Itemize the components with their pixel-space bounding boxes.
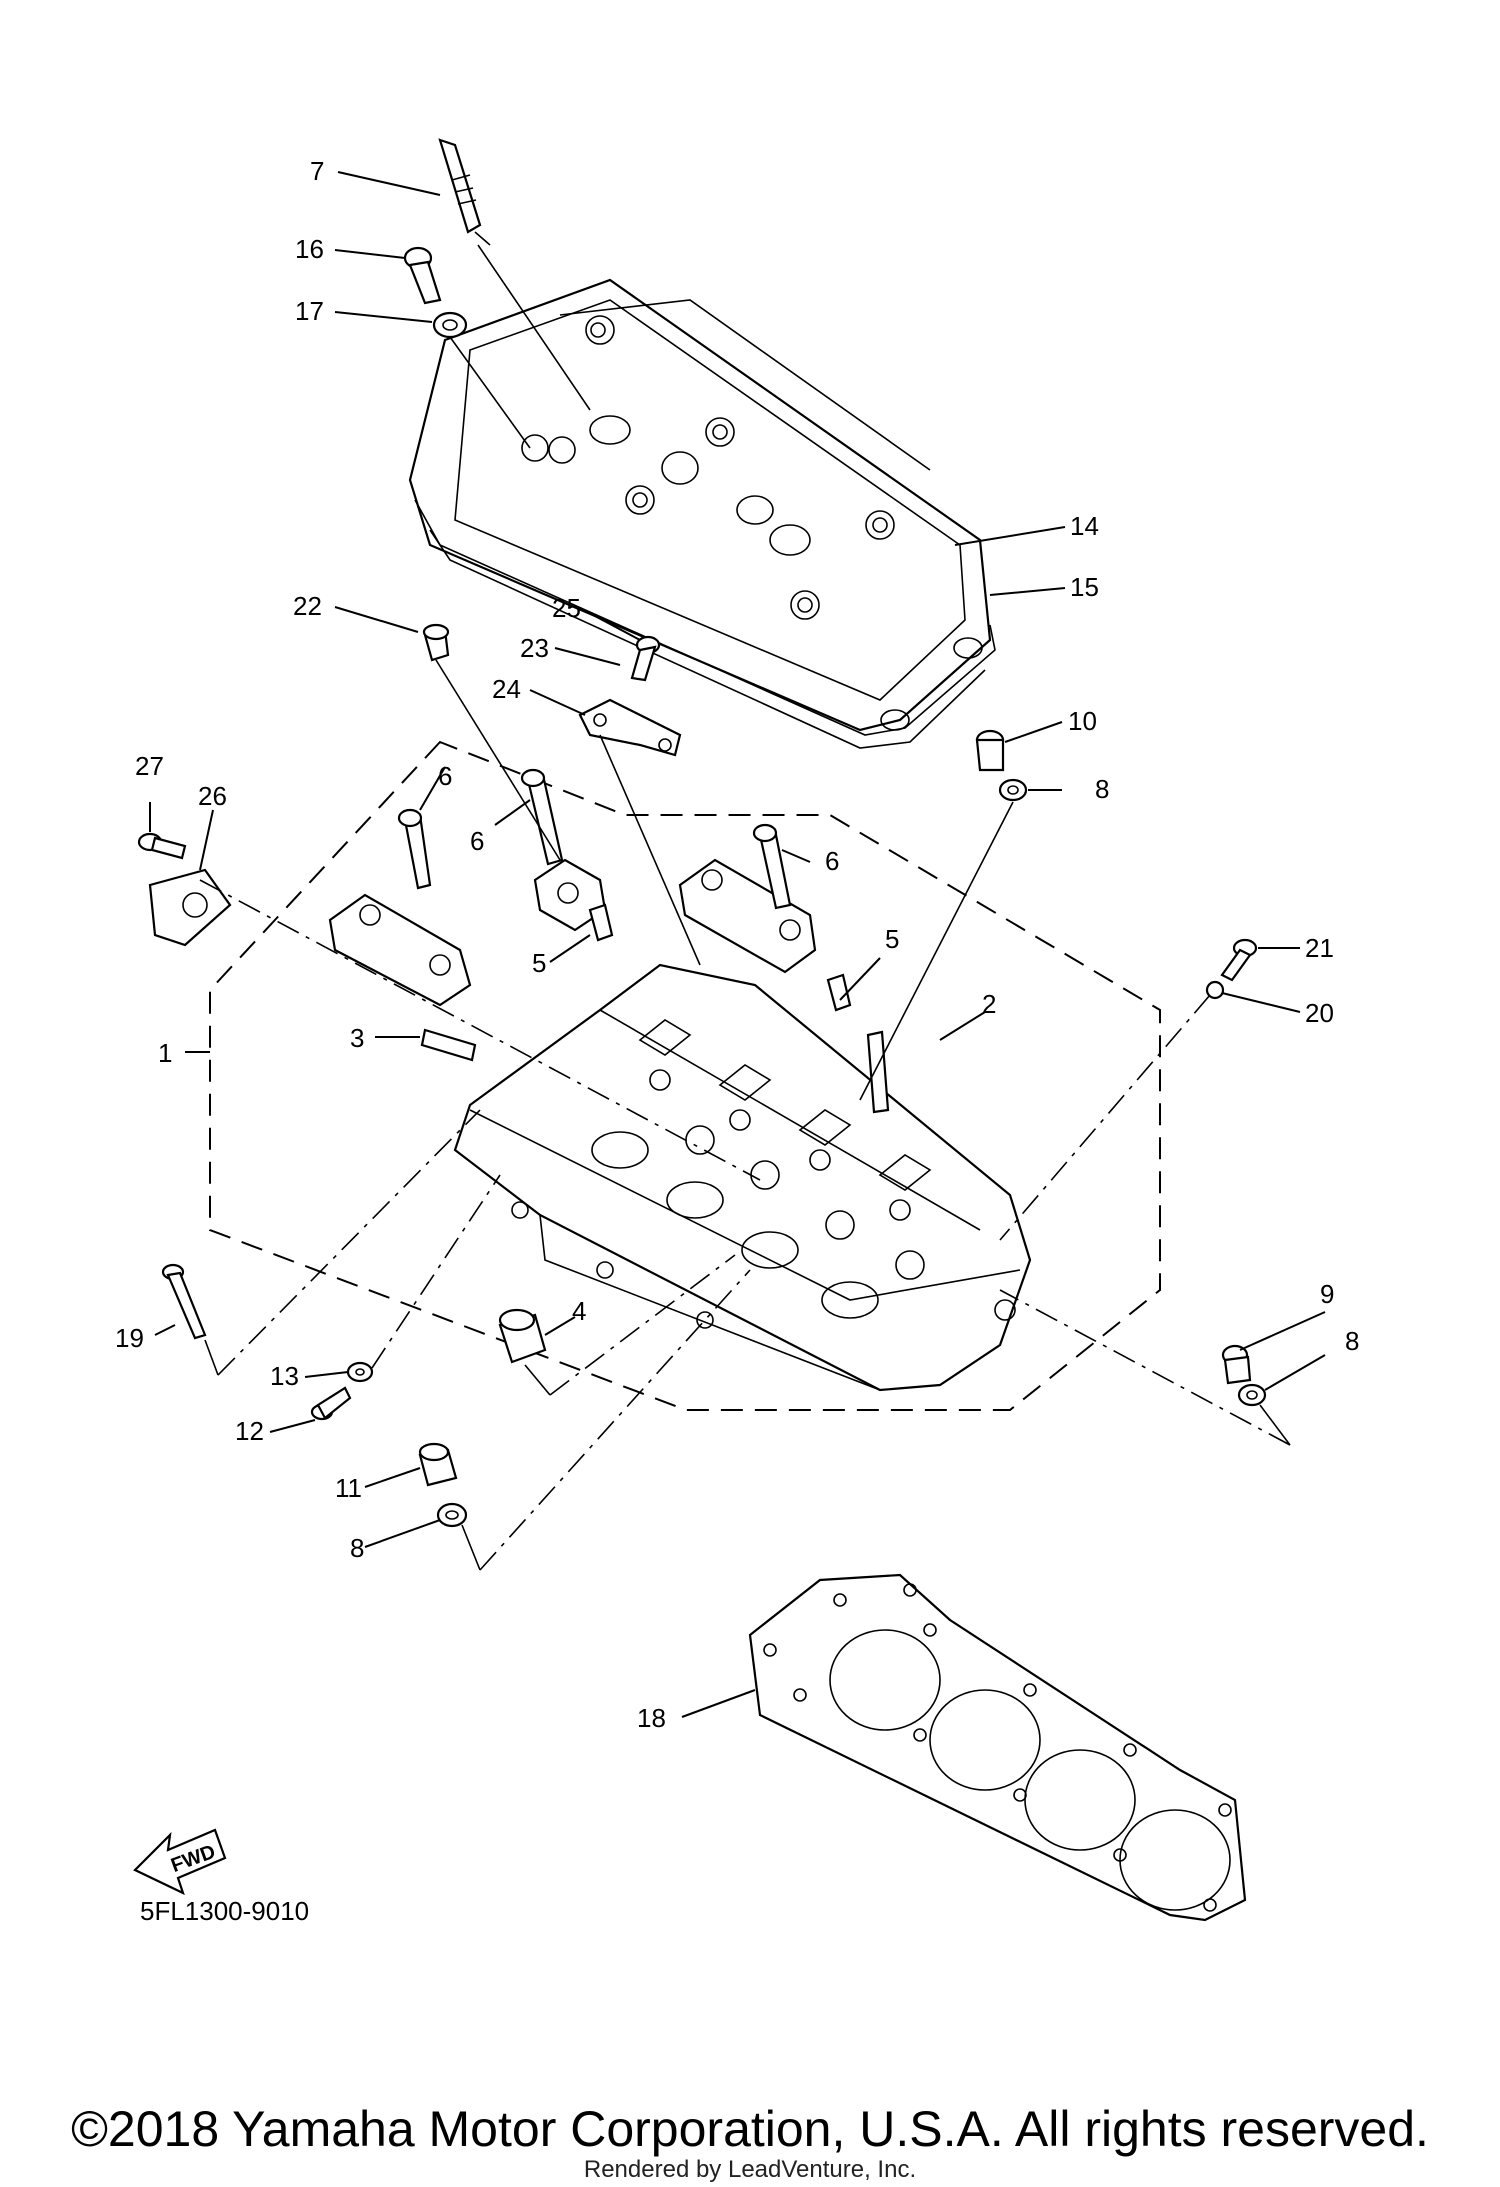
washer-13 — [346, 1361, 374, 1383]
dowel-pins — [588, 903, 852, 1012]
callout-26: 26 — [198, 781, 227, 811]
leader-lines — [149, 171, 1326, 1718]
callout-11: 11 — [335, 1473, 362, 1503]
callout-8c: 8 — [350, 1533, 364, 1563]
callout-labels: 7 16 17 14 15 22 25 23 24 10 8 27 26 6 6… — [115, 156, 1359, 1733]
washer-8-upper — [998, 778, 1028, 802]
callout-5a: 5 — [532, 948, 546, 978]
plug-22 — [422, 623, 450, 662]
stud-bolt-3 — [420, 1028, 477, 1062]
callout-4: 4 — [572, 1296, 586, 1326]
callout-23: 23 — [520, 633, 549, 663]
washer-20 — [1205, 980, 1225, 1000]
camshaft-cap-right — [678, 858, 817, 974]
callout-3: 3 — [350, 1023, 364, 1053]
callout-6b: 6 — [470, 826, 484, 856]
callout-13: 13 — [270, 1361, 299, 1391]
cover-bolt-washer — [432, 311, 468, 339]
callout-20: 20 — [1305, 998, 1334, 1028]
washer-8-lower — [436, 1502, 468, 1528]
camshaft-cap-left — [328, 893, 472, 1007]
bolt-9 — [1221, 1344, 1252, 1385]
callout-14: 14 — [1070, 511, 1099, 541]
bolt-27 — [137, 832, 187, 860]
callout-9: 9 — [1320, 1279, 1334, 1309]
callout-7: 7 — [310, 156, 324, 186]
rendered-by-credit: Rendered by LeadVenture, Inc. — [583, 2156, 917, 2183]
callout-1: 1 — [158, 1038, 172, 1068]
plate-26 — [148, 868, 232, 947]
callout-8a: 8 — [1095, 774, 1109, 804]
plug-4 — [498, 1308, 547, 1364]
callout-18: 18 — [637, 1703, 666, 1733]
bolt-12 — [310, 1386, 352, 1421]
washer-8-right — [1237, 1383, 1267, 1407]
callout-19: 19 — [115, 1323, 144, 1353]
callout-24: 24 — [492, 674, 521, 704]
forward-arrow-icon: FWD — [133, 1828, 227, 1896]
bolt-25 — [630, 635, 661, 682]
spark-plug — [438, 138, 491, 246]
plug-11 — [418, 1442, 458, 1487]
stud-bolt-2 — [866, 1030, 890, 1114]
callout-27: 27 — [135, 751, 164, 781]
bolt-21 — [1220, 938, 1258, 982]
callout-8b: 8 — [1345, 1326, 1359, 1356]
cylinder-head — [453, 963, 1032, 1392]
callout-2: 2 — [982, 989, 996, 1019]
copyright-notice: ©2018 Yamaha Motor Corporation, U.S.A. A… — [71, 2101, 1429, 2157]
valve-cover-gasket — [414, 499, 996, 749]
callout-17: 17 — [295, 296, 324, 326]
cover-bolt — [403, 246, 442, 305]
callout-6a: 6 — [438, 761, 452, 791]
collar-10 — [975, 729, 1005, 772]
bolt-19 — [161, 1263, 207, 1340]
bracket-23-24 — [578, 698, 682, 757]
callout-16: 16 — [295, 234, 324, 264]
callout-12: 12 — [235, 1416, 264, 1446]
valve-cover — [408, 278, 992, 732]
callout-25: 25 — [552, 593, 581, 623]
cap-bolts — [397, 768, 792, 910]
callout-21: 21 — [1305, 933, 1334, 963]
callout-10: 10 — [1068, 706, 1097, 736]
callout-15: 15 — [1070, 572, 1099, 602]
callout-6c: 6 — [825, 846, 839, 876]
diagram-code: 5FL1300-9010 — [140, 1896, 309, 1926]
cylinder-head-gasket — [748, 1573, 1247, 1922]
callout-5b: 5 — [885, 924, 899, 954]
cylinder-head-assembly-outline — [209, 740, 1161, 1411]
callout-22: 22 — [293, 591, 322, 621]
